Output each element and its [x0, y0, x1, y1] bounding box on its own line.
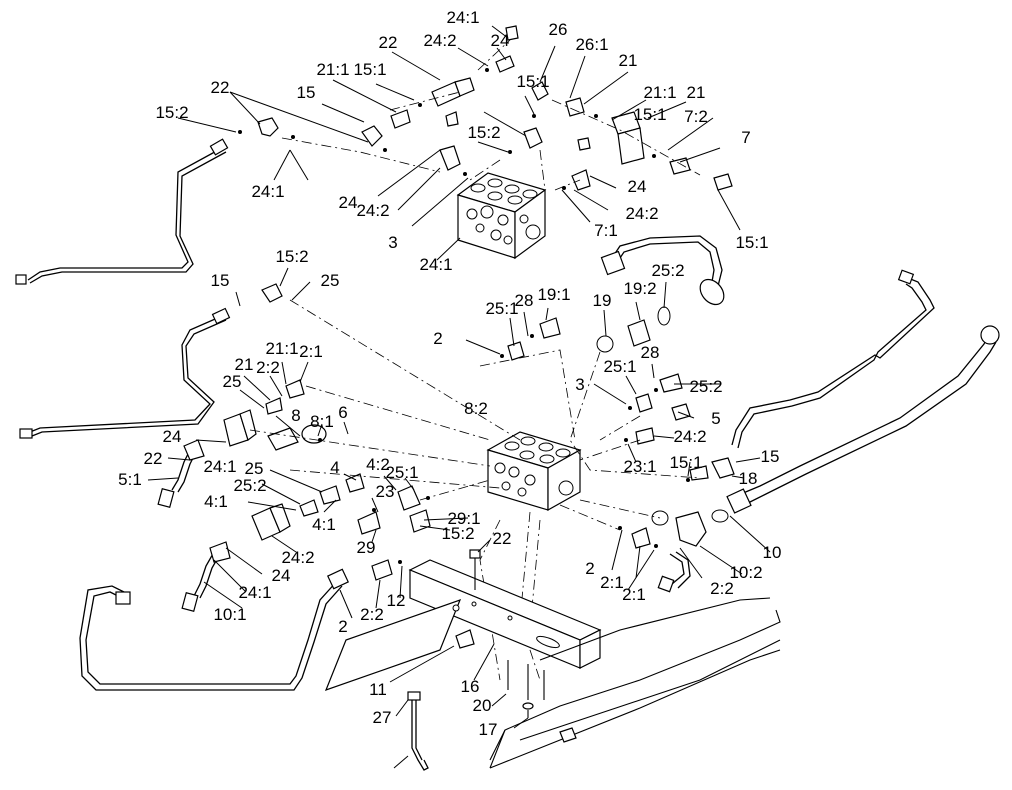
callout-label: 15:1	[735, 233, 768, 252]
callout-label: 22	[144, 449, 163, 468]
callout-label: 24	[339, 193, 358, 212]
callout-label: 2:1	[299, 342, 323, 361]
callout-label: 24:1	[238, 583, 271, 602]
callout-label: 25:2	[233, 476, 266, 495]
callout-label: 29:1	[447, 509, 480, 528]
callout-label: 25:1	[485, 299, 518, 318]
upper-valve-block	[456, 172, 547, 260]
callout-label: 12	[387, 591, 406, 610]
callout-label: 24	[628, 177, 647, 196]
callout-label: 2:2	[256, 358, 280, 377]
callout-label: 28	[515, 291, 534, 310]
callout-label: 15:1	[633, 105, 666, 124]
mounting-bracket	[408, 559, 602, 669]
callout-label: 2	[338, 617, 347, 636]
callout-label: 4	[330, 458, 339, 477]
callout-label: 23	[376, 482, 395, 501]
callout-label: 25	[321, 271, 340, 290]
callout-label: 21:1	[643, 83, 676, 102]
callout-label: 21	[235, 355, 254, 374]
callout-label: 5:1	[118, 470, 142, 489]
callout-label: 7:1	[594, 221, 618, 240]
middle-valve-block	[486, 431, 582, 512]
callout-label: 24:2	[423, 31, 456, 50]
callout-label: 10	[763, 543, 782, 562]
callout-label: 7	[741, 128, 750, 147]
callout-label: 2:1	[622, 585, 646, 604]
callout-label: 15	[761, 447, 780, 466]
callout-label: 18	[739, 469, 758, 488]
callout-label: 25:2	[651, 261, 684, 280]
callout-label: 4:1	[312, 515, 336, 534]
callout-label: 25:1	[603, 357, 636, 376]
callout-label: 24	[272, 566, 291, 585]
callout-label: 22	[493, 529, 512, 548]
callout-label: 21:1	[316, 60, 349, 79]
callout-label: 15:2	[441, 524, 474, 543]
callout-label: 2:2	[710, 579, 734, 598]
callout-label: 16	[461, 677, 480, 696]
callout-label: 24	[491, 31, 510, 50]
callout-label: 4:2	[366, 455, 390, 474]
callout-label: 7:2	[684, 107, 708, 126]
callout-label: 15:2	[467, 123, 500, 142]
callout-label: 26:1	[575, 35, 608, 54]
callout-label: 2	[585, 559, 594, 578]
callout-label: 23:1	[623, 457, 656, 476]
callout-label: 25	[223, 372, 242, 391]
callout-label: 25:1	[385, 463, 418, 482]
leader-lines	[147, 25, 771, 769]
callout-label: 24	[163, 427, 182, 446]
callout-label: 2:2	[360, 605, 384, 624]
callout-label: 24:1	[446, 8, 479, 27]
callout-label: 29	[357, 538, 376, 557]
callout-label: 19:1	[537, 285, 570, 304]
callout-label: 15	[297, 83, 316, 102]
callout-label: 4:1	[204, 492, 228, 511]
callout-label: 6	[338, 403, 347, 422]
callout-label: 15:1	[669, 453, 702, 472]
callout-label: 19	[593, 291, 612, 310]
callout-label: 24:1	[419, 255, 452, 274]
callout-label: 25	[245, 459, 264, 478]
callout-label: 20	[473, 696, 492, 715]
callout-label: 10:2	[729, 563, 762, 582]
callout-label: 2:1	[600, 573, 624, 592]
callout-label: 26	[549, 20, 568, 39]
callout-label: 15:2	[275, 247, 308, 266]
callout-label: 24:2	[673, 427, 706, 446]
callout-label: 11	[369, 680, 387, 699]
callout-label: 8	[291, 406, 300, 425]
callout-label: 15:1	[353, 60, 386, 79]
callout-label: 10:1	[213, 605, 246, 624]
callout-label: 8:1	[310, 412, 334, 431]
callout-label: 5	[711, 409, 720, 428]
callout-label: 27	[373, 708, 392, 727]
callout-label: 2	[433, 329, 442, 348]
callout-label: 24:1	[203, 457, 236, 476]
callout-label: 21:1	[265, 339, 298, 358]
callout-label: 24:2	[356, 201, 389, 220]
callout-label: 19:2	[623, 279, 656, 298]
callout-label: 25:2	[689, 377, 722, 396]
callout-label: 8:2	[464, 399, 488, 418]
callout-label: 22	[379, 33, 398, 52]
callout-label: 3	[388, 233, 397, 252]
callout-label: 24:2	[625, 204, 658, 223]
callout-label: 15	[211, 271, 230, 290]
callout-label: 17	[479, 720, 498, 739]
callout-label: 15:2	[155, 103, 188, 122]
callout-label: 28	[641, 343, 660, 362]
callout-label: 24:2	[281, 548, 314, 567]
callout-label: 21	[619, 51, 638, 70]
callout-label: 24:1	[251, 182, 284, 201]
callout-label: 22	[211, 78, 230, 97]
callout-label: 3	[575, 375, 584, 394]
callout-label: 21	[687, 83, 706, 102]
callout-label: 15:1	[516, 72, 549, 91]
